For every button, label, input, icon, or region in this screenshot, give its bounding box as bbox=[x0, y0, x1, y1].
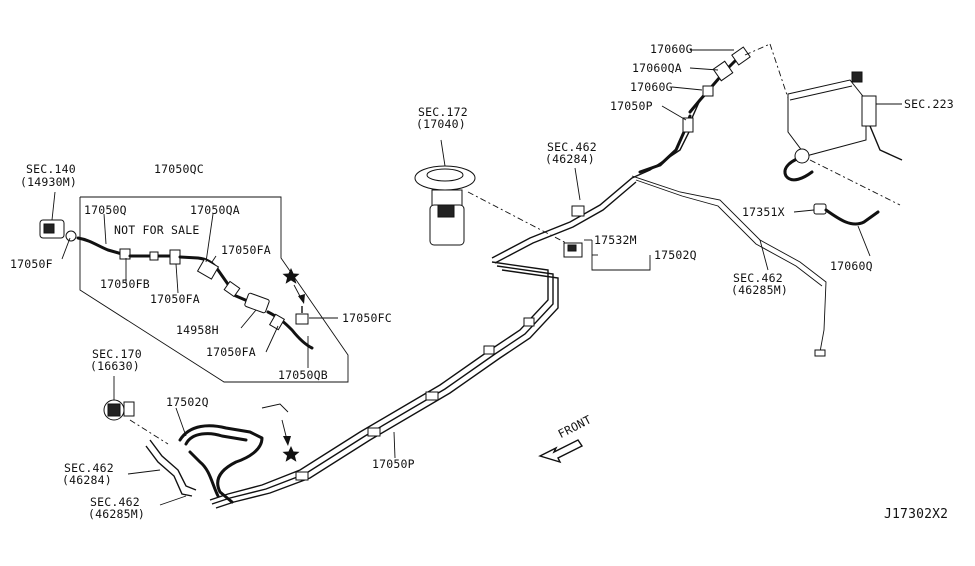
sec462-top-sub-label: (46284) bbox=[545, 152, 595, 166]
part-17050F-label: 17050F bbox=[10, 257, 53, 271]
sec170-sub-label: (16630) bbox=[90, 359, 140, 373]
front-hose-loop bbox=[127, 403, 300, 506]
not-for-sale-label: NOT FOR SALE bbox=[114, 223, 200, 237]
part-17060G-label-a: 17060G bbox=[650, 42, 693, 56]
part-17060QA-label: 17060QA bbox=[632, 61, 682, 75]
part-17050Q-label: 17050Q bbox=[84, 203, 127, 217]
kit-hoses bbox=[76, 213, 338, 368]
part-17532M-label: 17532M bbox=[594, 233, 637, 247]
front-arrow-icon bbox=[538, 439, 584, 464]
sec462-top-label: SEC.462 bbox=[547, 140, 597, 154]
evap-canister bbox=[783, 71, 903, 206]
part-17050FA-label-c: 17050FA bbox=[206, 345, 256, 359]
sec462-bl2-sub-label: (46285M) bbox=[88, 507, 145, 521]
sec140-sub-label: (14930M) bbox=[20, 175, 77, 189]
part-17050P-bottom-label: 17050P bbox=[372, 457, 415, 471]
kit-outline bbox=[79, 196, 349, 383]
part-17050FC-label: 17050FC bbox=[342, 311, 392, 325]
part-17050QC-label: 17050QC bbox=[154, 162, 204, 176]
part-17050FB-label: 17050FB bbox=[100, 277, 150, 291]
fuel-pump-assembly bbox=[414, 139, 571, 246]
sec462-bl1-label: SEC.462 bbox=[64, 461, 114, 475]
sec172-sub-label: (17040) bbox=[416, 117, 466, 131]
part-17060G-label-b: 17060G bbox=[630, 80, 673, 94]
sec462-right-label: SEC.462 bbox=[733, 271, 783, 285]
part-17351X-label: 17351X bbox=[742, 205, 785, 219]
part-17050P-top-label: 17050P bbox=[610, 99, 653, 113]
sec172-label: SEC.172 bbox=[418, 105, 468, 119]
sec223-label: SEC.223 bbox=[904, 97, 954, 111]
part-14958H-label: 14958H bbox=[176, 323, 219, 337]
main-fuel-lines bbox=[209, 43, 827, 509]
sec140-sensor bbox=[39, 191, 77, 260]
sec170-regulator bbox=[103, 376, 169, 445]
vent-filter-hose bbox=[793, 203, 880, 257]
part-17050QB-label: 17050QB bbox=[278, 368, 328, 382]
part-17060Q-label: 17060Q bbox=[830, 259, 873, 273]
sec462-bl2-label: SEC.462 bbox=[90, 495, 140, 509]
drawing-code: J17302X2 bbox=[884, 507, 949, 522]
sec140-label: SEC.140 bbox=[26, 162, 76, 176]
part-17502Q-right-label: 17502Q bbox=[654, 248, 697, 262]
part-17502Q-left-label: 17502Q bbox=[166, 395, 209, 409]
part-17050QA-label: 17050QA bbox=[190, 203, 240, 217]
sec462-right-sub-label: (46285M) bbox=[731, 283, 788, 297]
part-17050FA-label-a: 17050FA bbox=[221, 243, 271, 257]
part-17050FA-label-b: 17050FA bbox=[150, 292, 200, 306]
sec170-label: SEC.170 bbox=[92, 347, 142, 361]
sec462-bl1-sub-label: (46284) bbox=[62, 473, 112, 487]
